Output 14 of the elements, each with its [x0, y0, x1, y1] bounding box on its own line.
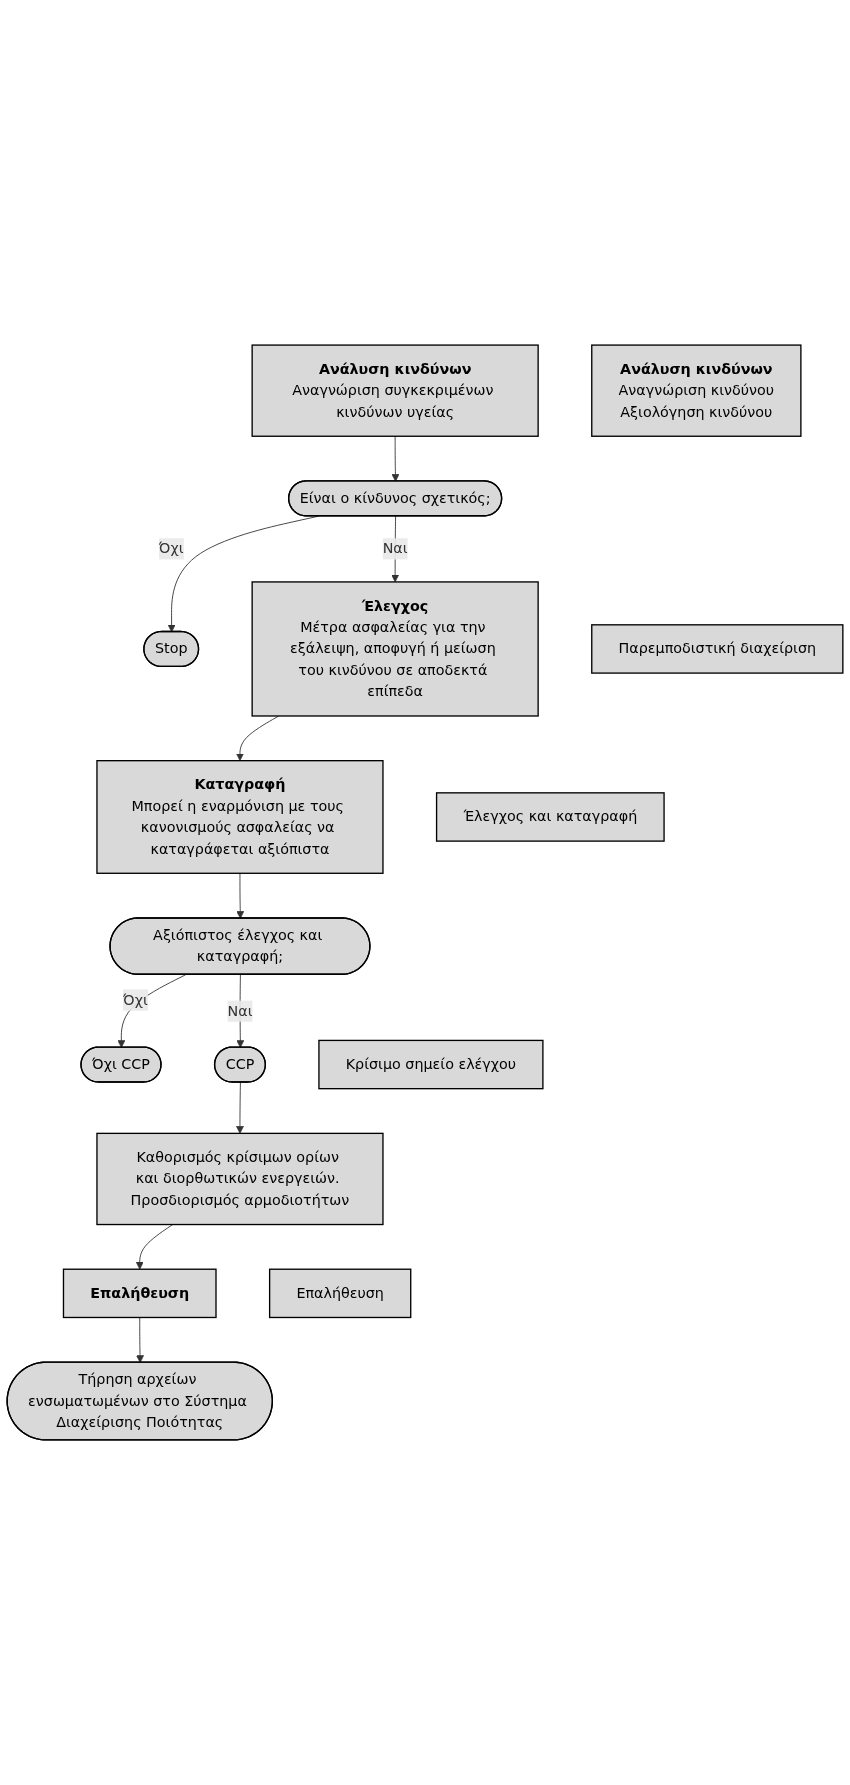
edge-label: Ναι	[227, 1002, 253, 1020]
node-box	[591, 344, 802, 437]
node-box	[268, 1268, 412, 1319]
node-box	[62, 1268, 217, 1319]
node-box	[591, 624, 844, 674]
edge-label: Όχι	[123, 991, 148, 1009]
edge-label: Όχι	[158, 539, 184, 557]
node-box	[251, 581, 539, 717]
node-box	[435, 792, 665, 842]
edge-label: Ναι	[382, 539, 408, 557]
node-box	[251, 344, 539, 437]
node-box	[318, 1039, 544, 1090]
node-box	[96, 760, 384, 874]
node-box	[96, 1132, 384, 1226]
